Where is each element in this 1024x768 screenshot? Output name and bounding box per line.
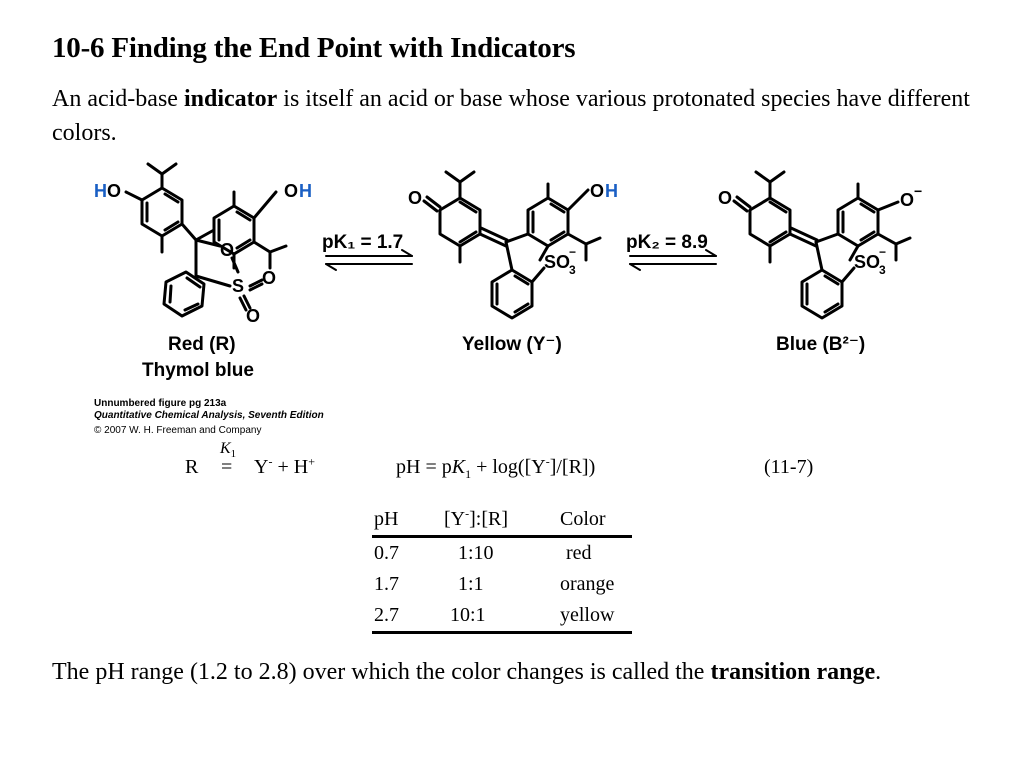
- yellow-label: Yellow (Y⁻): [462, 334, 562, 355]
- table-header-row: pH [Y-]:[R] Color: [372, 504, 632, 538]
- cell-ph: 1.7: [374, 573, 399, 595]
- svg-text:O: O: [246, 306, 260, 326]
- header-ph: pH: [374, 508, 399, 530]
- intro-text-1: An acid-base: [52, 86, 184, 112]
- structure-diagram: HO OH O S O O O OH SO 3 − O O − SO 3 − p…: [94, 162, 922, 436]
- svg-text:O: O: [220, 240, 234, 260]
- equilibrium-arrow-1: [325, 249, 413, 271]
- equilibrium-sign: =: [221, 456, 233, 478]
- yellow-molecule: [422, 170, 602, 320]
- cell-ratio: 1:1: [458, 573, 484, 595]
- svg-text:−: −: [569, 245, 576, 259]
- ph-color-table: pH [Y-]:[R] Color 0.7 1:10 red 1.7 1:1 o…: [372, 504, 632, 634]
- svg-text:O: O: [107, 181, 121, 201]
- svg-text:O: O: [718, 188, 732, 208]
- credit-line-2: Quantitative Chemical Analysis, Seventh …: [94, 410, 324, 421]
- svg-text:S: S: [232, 276, 244, 296]
- thymol-blue-label: Thymol blue: [142, 360, 254, 381]
- svg-text:O: O: [590, 181, 604, 201]
- svg-text:−: −: [914, 183, 922, 199]
- svg-text:O: O: [262, 268, 276, 288]
- outro-bold-term: transition range: [710, 659, 876, 685]
- equation-number: (11-7): [764, 456, 814, 478]
- cell-ratio: 10:1: [450, 604, 486, 626]
- header-ratio: [Y-]:[R]: [444, 506, 508, 530]
- svg-text:H: H: [94, 181, 107, 201]
- blue-label: Blue (B²⁻): [776, 334, 865, 355]
- table-row: 1.7 1:1 orange: [372, 569, 632, 600]
- equilibrium-arrow-2: [629, 249, 717, 271]
- slide-title: 10-6 Finding the End Point with Indicato…: [52, 32, 576, 64]
- intro-bold-term: indicator: [183, 86, 278, 112]
- red-molecule: [124, 162, 288, 318]
- cell-ratio: 1:10: [458, 542, 494, 564]
- intro-paragraph: An acid-base indicator is itself an acid…: [52, 82, 992, 150]
- credit-line-1: Unnumbered figure pg 213a: [94, 398, 227, 409]
- header-color: Color: [560, 508, 606, 530]
- cell-color: orange: [560, 573, 615, 595]
- cell-ph: 0.7: [374, 542, 399, 564]
- svg-text:H: H: [299, 181, 312, 201]
- reaction-left: R: [185, 456, 199, 478]
- outro-text-2: .: [875, 659, 882, 685]
- cell-color: yellow: [560, 604, 615, 626]
- svg-text:H: H: [605, 181, 618, 201]
- svg-text:SO: SO: [854, 252, 880, 272]
- intro-text-2: is itself an acid or base whose various …: [52, 86, 970, 146]
- svg-text:3: 3: [569, 263, 576, 277]
- svg-text:O: O: [900, 190, 914, 210]
- svg-text:O: O: [284, 181, 298, 201]
- cell-ph: 2.7: [374, 604, 399, 626]
- pk1-label: pK₁ = 1.7: [322, 232, 403, 253]
- k1-label: K1: [220, 440, 237, 461]
- red-label: Red (R): [168, 334, 236, 355]
- svg-text:3: 3: [879, 263, 886, 277]
- outro-text-1: The pH range (1.2 to 2.8) over which the…: [52, 659, 711, 685]
- outro-paragraph: The pH range (1.2 to 2.8) over which the…: [52, 655, 982, 689]
- pk2-label: pK₂ = 8.9: [626, 232, 708, 253]
- credit-line-3: © 2007 W. H. Freeman and Company: [94, 425, 261, 436]
- svg-text:O: O: [408, 188, 422, 208]
- table-row: 2.7 10:1 yellow: [372, 600, 632, 634]
- ph-equation: pH = pK1 + log([Y-]/[R]): [396, 454, 596, 481]
- blue-molecule: [732, 170, 912, 320]
- table-row: 0.7 1:10 red: [372, 538, 632, 569]
- cell-color: red: [566, 542, 592, 564]
- svg-text:SO: SO: [544, 252, 570, 272]
- reaction-right: Y- + H+: [254, 454, 315, 478]
- svg-text:−: −: [879, 245, 886, 259]
